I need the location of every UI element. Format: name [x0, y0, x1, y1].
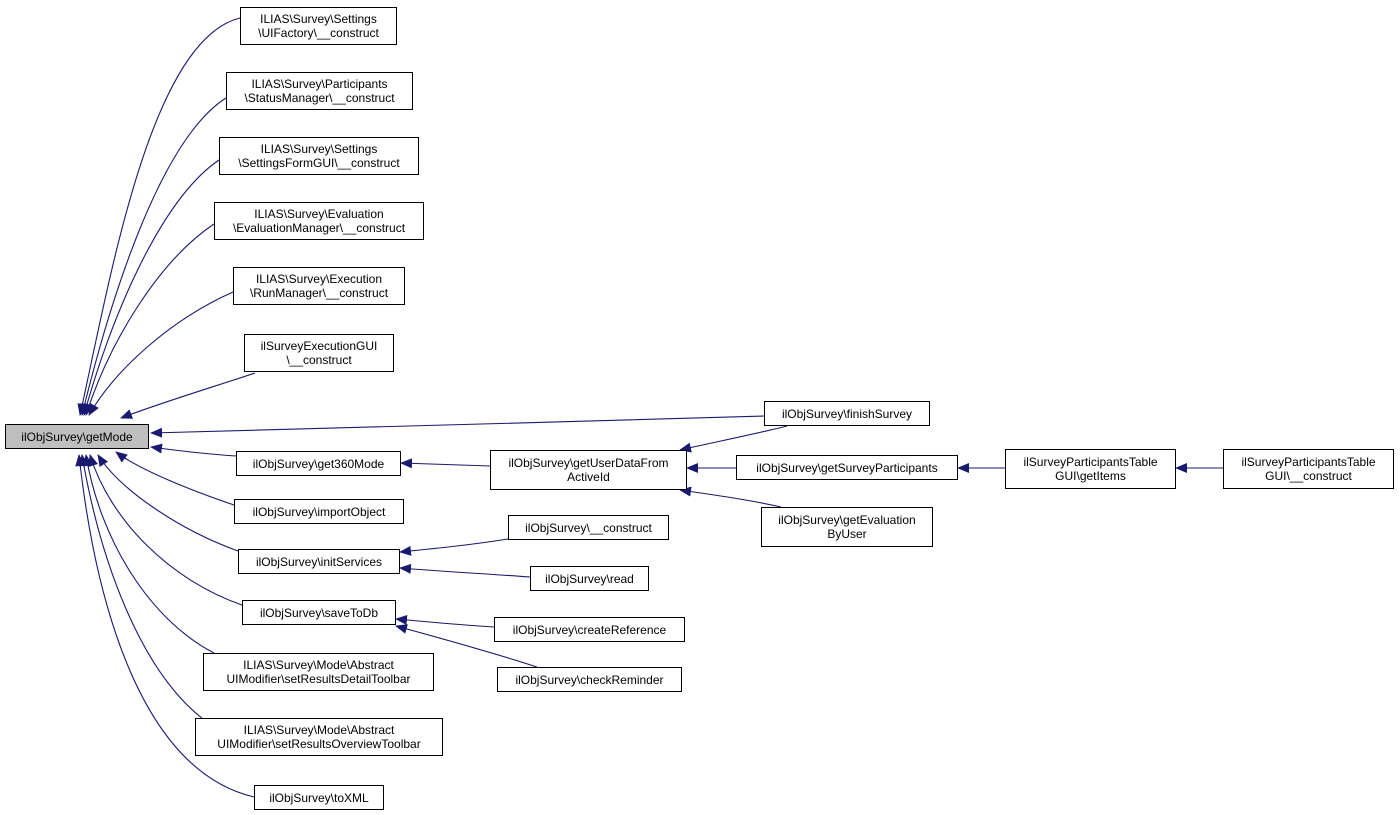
- node-label: ilObjSurvey\createReference: [512, 622, 667, 637]
- node-get360mode[interactable]: ilObjSurvey\get360Mode: [236, 451, 401, 476]
- edge-getevaluation-getuserdata: [679, 486, 782, 508]
- node-uifactory-construct[interactable]: ILIAS\Survey\Settings\UIFactory\__constr…: [240, 7, 397, 45]
- node-create-reference[interactable]: ilObjSurvey\createReference: [494, 617, 685, 642]
- node-get-survey-participants[interactable]: ilObjSurvey\getSurveyParticipants: [736, 455, 958, 480]
- node-label: ILIAS\Survey\Mode\Abstract: [243, 658, 394, 672]
- node-settingsformgui-construct[interactable]: ILIAS\Survey\Settings\SettingsFormGUI\__…: [219, 137, 419, 175]
- edge-overviewtoolbar-getmode: [78, 454, 204, 720]
- edge-finishsurvey-getmode: [150, 415, 765, 438]
- node-label: ilObjSurvey\toXML: [269, 790, 369, 805]
- node-get-mode: ilObjSurvey\getMode: [5, 424, 149, 449]
- node-label: ilObjSurvey\__construct: [525, 520, 652, 535]
- node-label: UIModifier\setResultsDetailToolbar: [226, 672, 411, 686]
- node-construct[interactable]: ilObjSurvey\__construct: [508, 515, 669, 540]
- node-surveyexecutiongui-construct[interactable]: ilSurveyExecutionGUI\__construct: [244, 334, 394, 372]
- edge-executiongui-getmode: [120, 372, 256, 419]
- node-label: ilObjSurvey\initServices: [255, 554, 383, 569]
- node-to-xml[interactable]: ilObjSurvey\toXML: [254, 785, 384, 810]
- node-label: ilSurveyExecutionGUI: [260, 339, 378, 353]
- node-label: \SettingsFormGUI\__construct: [238, 156, 400, 170]
- edge-detailtoolbar-getmode: [82, 454, 215, 654]
- node-label: ILIAS\Survey\Evaluation: [254, 207, 384, 221]
- node-label: ILIAS\Survey\Mode\Abstract: [243, 723, 395, 737]
- node-finish-survey[interactable]: ilObjSurvey\finishSurvey: [764, 401, 930, 426]
- node-runmanager-construct[interactable]: ILIAS\Survey\Execution\RunManager\__cons…: [233, 267, 405, 305]
- node-init-services[interactable]: ilObjSurvey\initServices: [238, 549, 400, 574]
- edge-uifactory-getmode: [77, 17, 241, 416]
- node-label: ilObjSurvey\get360Mode: [252, 456, 385, 471]
- node-label: ilObjSurvey\getSurveyParticipants: [756, 460, 938, 475]
- node-label: ilObjSurvey\finishSurvey: [781, 406, 913, 421]
- node-check-reminder[interactable]: ilObjSurvey\checkReminder: [497, 667, 682, 692]
- node-label: ActiveId: [567, 470, 610, 484]
- node-import-object[interactable]: ilObjSurvey\importObject: [234, 499, 404, 524]
- node-label: GUI\__construct: [1265, 469, 1352, 483]
- edge-createreference-savetodb: [395, 614, 495, 628]
- edge-getuserdata-get360mode: [400, 458, 491, 469]
- edge-read-initservices: [399, 563, 531, 578]
- node-label: ilObjSurvey\getEvaluation: [778, 513, 916, 527]
- node-label: GUI\getItems: [1055, 469, 1126, 483]
- node-label: ByUser: [827, 527, 867, 541]
- node-statusmanager-construct[interactable]: ILIAS\Survey\Participants\StatusManager\…: [226, 72, 413, 110]
- edge-runmanager-getmode: [88, 291, 234, 416]
- node-label: ILIAS\Survey\Participants: [251, 77, 388, 91]
- node-label: \StatusManager\__construct: [244, 91, 395, 105]
- edge-initservices-getmode: [97, 454, 239, 552]
- node-label: \EvaluationManager\__construct: [232, 221, 406, 235]
- node-evaluationmanager-construct[interactable]: ILIAS\Survey\Evaluation\EvaluationManage…: [214, 202, 424, 240]
- edge-finishsurvey-getuserdata: [679, 425, 788, 453]
- node-label: ilObjSurvey\saveToDb: [259, 605, 379, 620]
- edge-importobject-getmode: [115, 451, 235, 506]
- node-label: UIModifier\setResultsOverviewToolbar: [217, 737, 421, 751]
- edge-toxml-getmode: [75, 454, 255, 798]
- edge-construct-initservices: [399, 538, 509, 556]
- node-save-to-db[interactable]: ilObjSurvey\saveToDb: [242, 600, 396, 625]
- node-label: ilObjSurvey\importObject: [252, 504, 386, 519]
- edge-statusmanager-getmode: [79, 97, 227, 416]
- node-label: ilSurveyParticipantsTable: [1241, 455, 1376, 469]
- node-label: ilObjSurvey\checkReminder: [515, 672, 664, 687]
- node-label: ilSurveyParticipantsTable: [1023, 455, 1158, 469]
- edge-get360mode-getmode: [150, 443, 237, 457]
- node-label: ilObjSurvey\getUserDataFrom: [508, 456, 669, 470]
- node-label: \RunManager\__construct: [249, 286, 389, 300]
- node-label: \__construct: [286, 353, 352, 367]
- node-label: ilObjSurvey\getMode: [21, 429, 133, 444]
- node-label: ILIAS\Survey\Settings: [260, 12, 377, 26]
- node-label: \UIFactory\__construct: [258, 26, 379, 40]
- edge-savetodb-getmode: [88, 454, 243, 606]
- edge-checkreminder-savetodb: [395, 624, 538, 668]
- edge-evaluationmanager-getmode: [84, 223, 215, 416]
- node-label: ILIAS\Survey\Settings: [260, 142, 378, 156]
- node-read[interactable]: ilObjSurvey\read: [530, 566, 649, 591]
- edge-settingsform-getmode: [82, 159, 220, 416]
- node-label: ilObjSurvey\read: [545, 571, 634, 586]
- node-label: ILIAS\Survey\Execution: [255, 272, 383, 286]
